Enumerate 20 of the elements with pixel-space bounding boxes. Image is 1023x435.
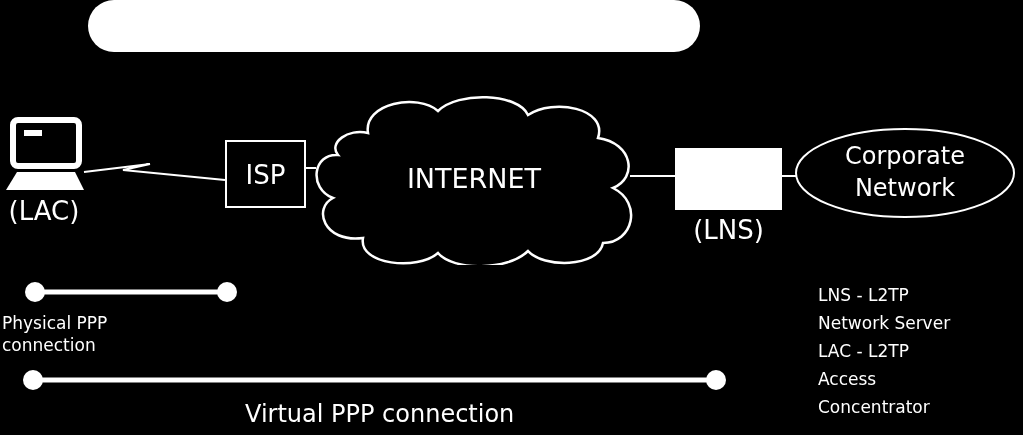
connector-line (83, 163, 226, 181)
node-label: ISP (244, 160, 287, 190)
note-text: Virtual PPP connection (245, 400, 516, 428)
network-ellipse (795, 128, 1015, 218)
connector-line (781, 175, 797, 177)
note-text: Physical PPP connection (2, 312, 109, 356)
note-text: Concentrator (818, 396, 931, 418)
note-text: Network Server (818, 312, 952, 334)
node-label: Corporate Network (844, 141, 966, 204)
connector-line (305, 167, 317, 169)
banner (88, 0, 700, 52)
note-text: Access (818, 368, 878, 390)
connector-line (629, 175, 676, 177)
note-text: LAC - L2TP (818, 340, 910, 362)
isp-box (225, 140, 306, 208)
note-text: LNS - L2TP (818, 284, 910, 306)
node-label: INTERNET (405, 163, 543, 194)
node-caption: (LNS) (692, 215, 765, 245)
node-label: (LAC) (7, 196, 81, 226)
server-box (675, 148, 782, 210)
